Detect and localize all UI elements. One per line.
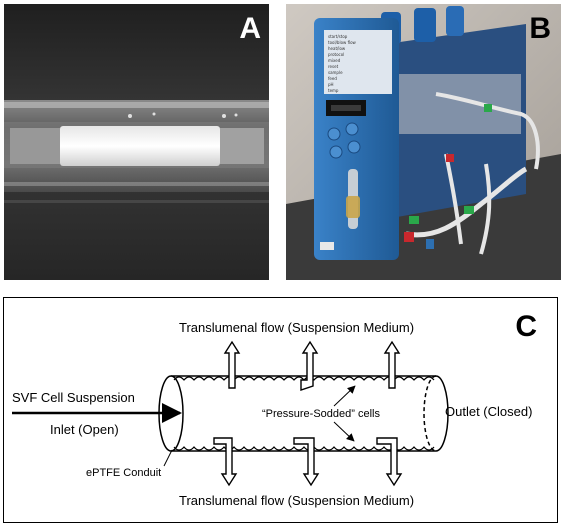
device-menu-item-4: mixed xyxy=(328,58,341,63)
device-key-up xyxy=(345,122,359,136)
flow-arrow-up-2 xyxy=(300,340,319,391)
device-key-down xyxy=(329,145,343,159)
panel-letter-a: A xyxy=(239,12,261,45)
cells-pointer-top xyxy=(333,385,356,407)
device-menu-item-5: reset xyxy=(328,64,339,69)
flow-arrow-down-1 xyxy=(213,437,238,487)
panel-b-photo: start/stop tool/blow flow heat/low proto… xyxy=(286,4,561,280)
flow-arrow-up-3 xyxy=(383,340,401,389)
clamp-red xyxy=(404,232,414,242)
translumenal-arrows-top xyxy=(223,340,401,391)
panel-a-photo: A xyxy=(4,4,269,280)
perfusion-chamber xyxy=(479,163,492,255)
device-menu-item-7: feed xyxy=(328,76,337,81)
inlet-suspension-label: SVF Cell Suspension xyxy=(12,390,135,405)
flow-label-top: Translumenal flow (Suspension Medium) xyxy=(179,320,415,335)
device-menu-item-8: pH xyxy=(328,82,334,87)
flow-arrow-down-3 xyxy=(376,437,403,487)
inlet-state-label: Inlet (Open) xyxy=(50,422,119,437)
sodding-schematic xyxy=(12,340,449,487)
outlet-end xyxy=(435,375,449,452)
translumenal-arrows-bottom xyxy=(213,437,403,487)
flow-label-bottom: Translumenal flow (Suspension Medium) xyxy=(179,493,415,508)
perfusion-device-photo: start/stop tool/blow flow heat/low proto… xyxy=(286,4,561,280)
flow-arrow-down-2 xyxy=(293,437,320,487)
panel-letter-b: B xyxy=(529,12,551,45)
device-menu-screen xyxy=(324,30,392,94)
device-menu-item-2: heat/low xyxy=(328,46,346,51)
device-menu-item-6: sample xyxy=(328,70,343,75)
sodded-conduit xyxy=(60,126,220,166)
conduit-pointer xyxy=(163,449,173,467)
device-menu-item-9: temp xyxy=(328,88,339,93)
flow-arrow-up-1 xyxy=(223,340,241,389)
device-key-right xyxy=(347,140,361,154)
conduit-label: ePTFE Conduit xyxy=(86,467,162,479)
device-menu-item-1: tool/blow flow xyxy=(328,40,357,45)
tubing-line xyxy=(405,166,528,238)
device-menu-item-0: start/stop xyxy=(328,34,348,39)
outlet-label: Outlet (Closed) xyxy=(445,404,533,419)
panel-c-diagram: Translumenal flow (Suspension Medium) SV… xyxy=(3,297,558,523)
clamp-green xyxy=(409,216,419,224)
cells-pointer-bottom xyxy=(333,421,355,442)
panel-letter-c: C xyxy=(515,310,537,343)
device-menu-item-3: protocol xyxy=(328,52,344,57)
device-key-left xyxy=(327,127,341,141)
cells-label: “Pressure-Sodded” cells xyxy=(262,408,380,420)
conduit-photo xyxy=(4,4,269,280)
